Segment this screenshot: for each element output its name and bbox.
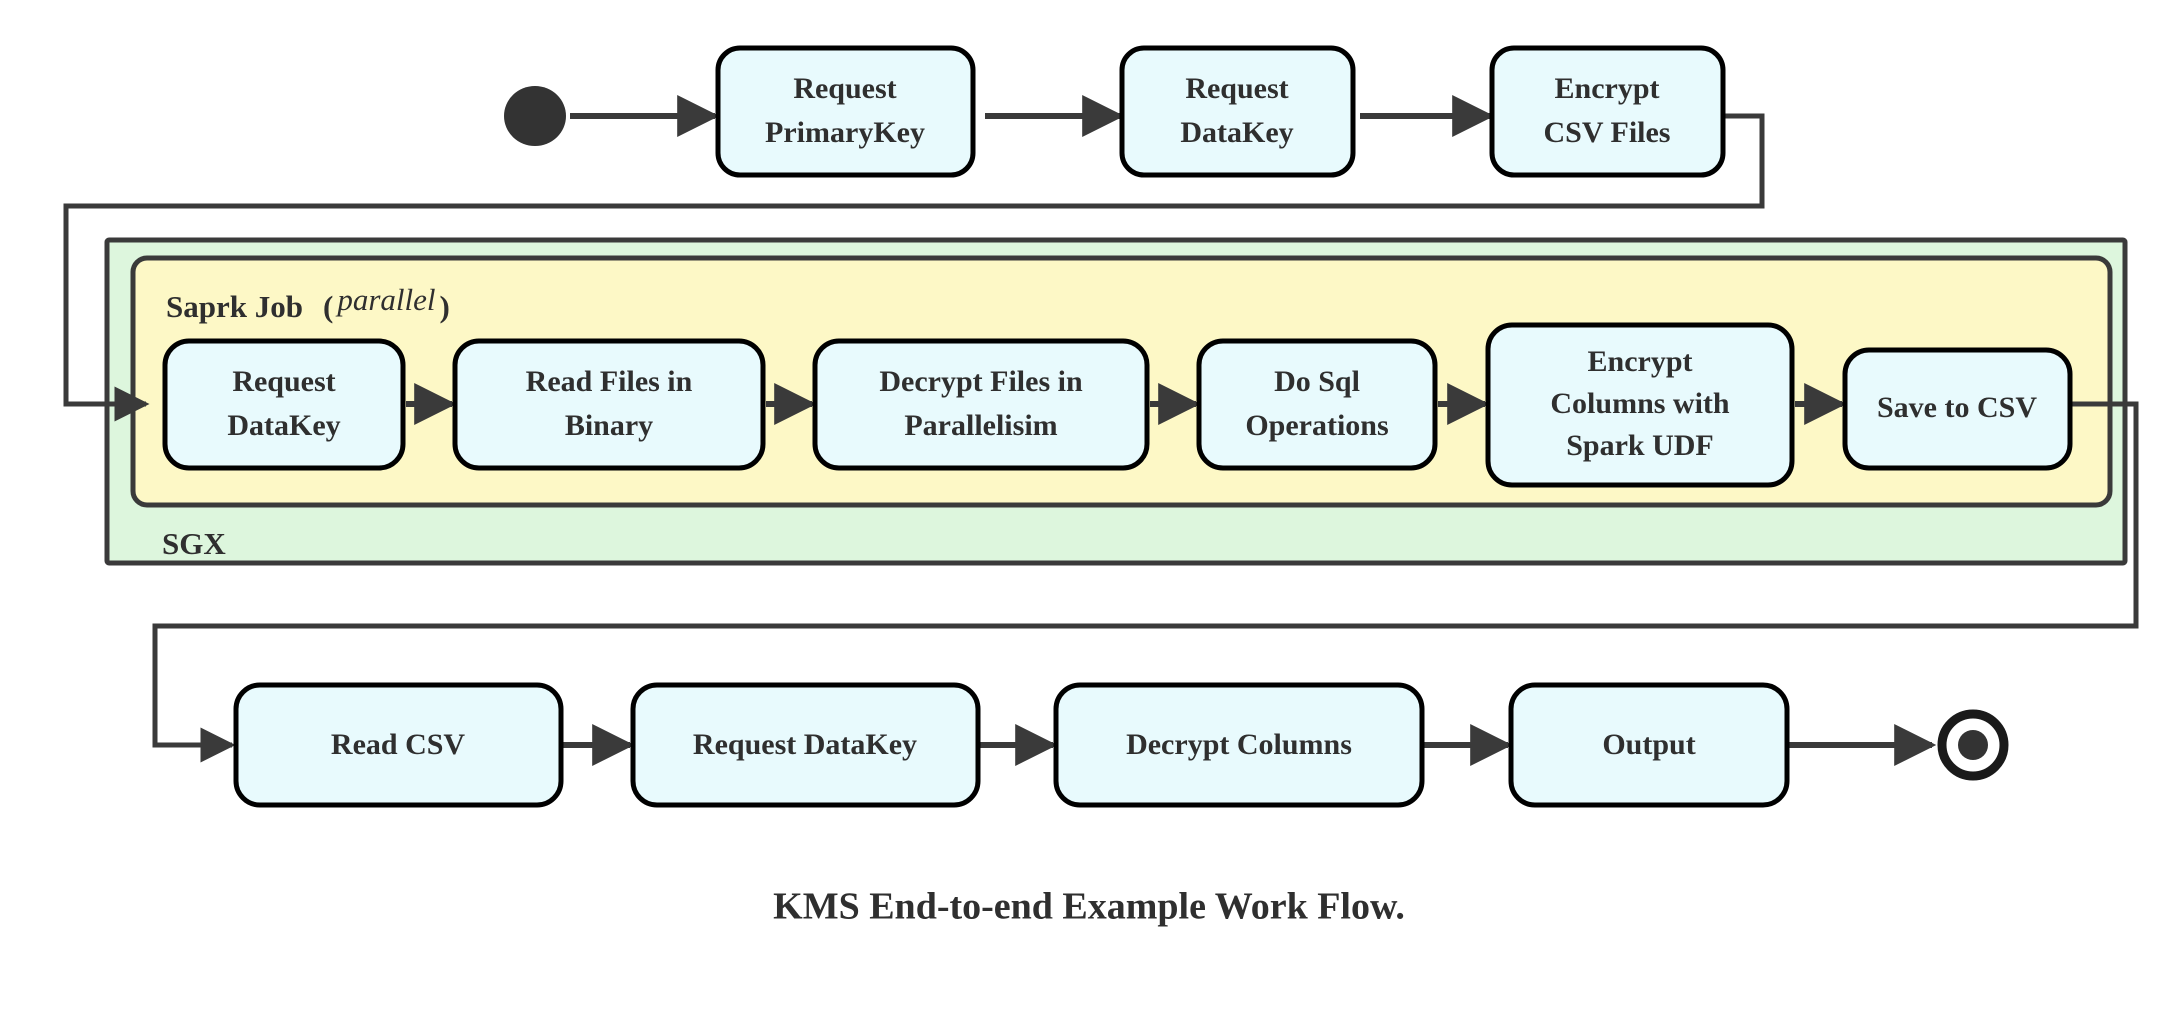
node-encrypt-csv-files-line-1: CSV Files	[1544, 116, 1671, 149]
node-request-datakey-bottom[interactable]: Request DataKey	[630, 682, 981, 808]
node-do-sql-operations-rect[interactable]	[1196, 338, 1438, 471]
node-encrypt-columns-line-0: Encrypt	[1588, 345, 1693, 378]
node-decrypt-files-in-parallelisim[interactable]: Decrypt Files in Parallelisim	[812, 338, 1150, 471]
node-decrypt-files-in-parallelisim-rect[interactable]	[812, 338, 1150, 471]
node-request-datakey-top[interactable]: Request DataKey	[1119, 45, 1356, 178]
end-node	[1937, 709, 2009, 781]
connector-save-csv-to-read-csv	[152, 401, 2139, 763]
node-do-sql-operations[interactable]: Do Sql Operations	[1196, 338, 1438, 471]
node-decrypt-files-in-parallelisim-line-0: Decrypt Files in	[879, 365, 1083, 398]
spark-job-paren-close: )	[439, 289, 449, 324]
node-do-sql-operations-line-1: Operations	[1245, 409, 1388, 442]
node-read-csv-rect[interactable]	[233, 682, 564, 808]
node-encrypt-columns-line-1: Columns with	[1550, 387, 1730, 420]
node-request-primarykey[interactable]: Request PrimaryKey	[715, 45, 976, 178]
node-output-rect[interactable]	[1508, 682, 1790, 808]
node-read-files-in-binary-rect[interactable]	[452, 338, 766, 471]
node-request-datakey-top-rect[interactable]	[1119, 45, 1356, 178]
node-read-files-in-binary-line-1: Binary	[565, 409, 653, 442]
node-request-datakey-bottom-line-0: Request DataKey	[693, 728, 917, 761]
node-request-datakey-bottom-rect[interactable]	[630, 682, 981, 808]
node-output-line-0: Output	[1602, 728, 1695, 761]
node-request-primarykey-line-1: PrimaryKey	[765, 116, 925, 149]
node-encrypt-columns-with-spark-udf[interactable]: Encrypt Columns with Spark UDF	[1485, 322, 1795, 488]
node-request-primarykey-rect[interactable]	[715, 45, 976, 178]
node-decrypt-columns-rect[interactable]	[1053, 682, 1425, 808]
node-request-datakey-spark-line-1: DataKey	[227, 409, 340, 442]
node-save-to-csv-line-0: Save to CSV	[1877, 391, 2037, 424]
node-request-datakey-spark-rect[interactable]	[162, 338, 406, 471]
start-node-circle	[504, 86, 566, 146]
node-encrypt-csv-files[interactable]: Encrypt CSV Files	[1489, 45, 1726, 178]
node-do-sql-operations-line-0: Do Sql	[1274, 365, 1360, 398]
figure-caption: KMS End-to-end Example Work Flow.	[773, 886, 1405, 928]
node-decrypt-files-in-parallelisim-line-1: Parallelisim	[904, 409, 1057, 442]
node-read-files-in-binary-line-0: Read Files in	[526, 365, 693, 398]
node-save-to-csv-rect[interactable]	[1842, 347, 2073, 471]
sgx-label: SGX	[162, 526, 226, 561]
node-read-files-in-binary[interactable]: Read Files in Binary	[452, 338, 766, 471]
node-read-csv[interactable]: Read CSV	[233, 682, 564, 808]
node-request-datakey-top-line-1: DataKey	[1180, 116, 1293, 149]
connector-encrypt-csv-to-spark-datakey	[63, 113, 1765, 422]
node-encrypt-columns-with-spark-udf-rect[interactable]	[1485, 322, 1795, 488]
spark-job-label-group: Saprk Job ( parallel )	[166, 282, 450, 324]
node-output[interactable]: Output	[1508, 682, 1790, 808]
node-decrypt-columns-line-0: Decrypt Columns	[1126, 728, 1352, 761]
node-request-primarykey-line-0: Request	[793, 72, 896, 105]
spark-job-label: Saprk Job	[166, 289, 303, 324]
start-node	[504, 86, 566, 146]
end-node-inner-dot	[1958, 730, 1988, 760]
node-encrypt-csv-files-line-0: Encrypt	[1555, 72, 1660, 105]
node-read-csv-line-0: Read CSV	[331, 728, 466, 761]
node-encrypt-csv-files-rect[interactable]	[1489, 45, 1726, 178]
spark-job-paren-open: (	[323, 289, 333, 324]
node-request-datakey-top-line-0: Request	[1185, 72, 1288, 105]
node-request-datakey-spark-line-0: Request	[232, 365, 335, 398]
node-request-datakey-spark[interactable]: Request DataKey	[162, 338, 406, 471]
node-decrypt-columns[interactable]: Decrypt Columns	[1053, 682, 1425, 808]
node-encrypt-columns-line-2: Spark UDF	[1566, 429, 1714, 462]
node-save-to-csv[interactable]: Save to CSV	[1842, 347, 2073, 471]
spark-job-modifier: parallel	[335, 282, 435, 317]
